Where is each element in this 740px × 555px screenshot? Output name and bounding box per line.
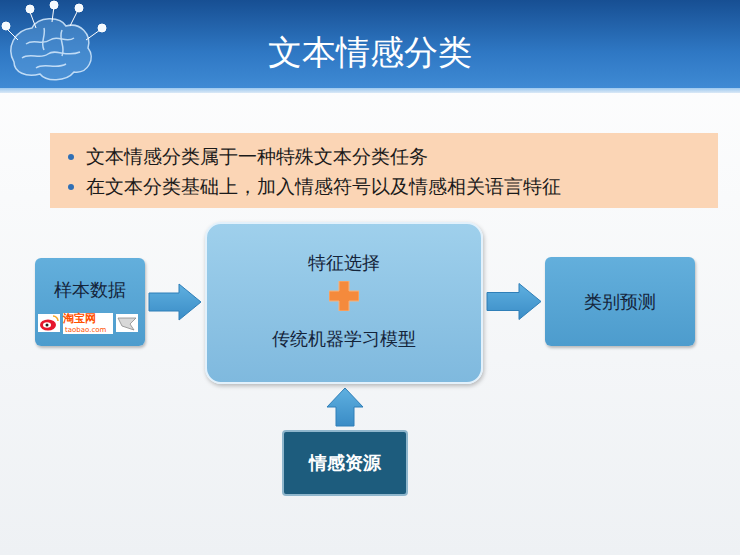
bullet-text: 在文本分类基础上，加入情感符号以及情感相关语言特征 bbox=[64, 171, 561, 201]
bullet-panel: 文本情感分类属于一种特殊文本分类任务在文本分类基础上，加入情感符号以及情感相关语… bbox=[50, 133, 718, 208]
box-label: 类别预测 bbox=[584, 290, 656, 314]
box-label: 情感资源 bbox=[309, 451, 381, 475]
block-arrow bbox=[149, 284, 201, 320]
resource-box: 情感资源 bbox=[282, 430, 408, 496]
bullet-dot bbox=[68, 184, 74, 190]
box-label: 样本数据 bbox=[54, 278, 126, 302]
slide-title: 文本情感分类 bbox=[120, 30, 620, 74]
plus-symbol bbox=[329, 281, 359, 311]
output-box: 类别预测 bbox=[545, 257, 695, 346]
block-arrow bbox=[487, 284, 541, 320]
box-label: 特征选择 bbox=[308, 251, 380, 275]
logo-text: 淘宝网 bbox=[63, 313, 96, 325]
box-label: 传统机器学习模型 bbox=[272, 327, 416, 351]
brain-logo bbox=[0, 0, 115, 88]
bullet-dot bbox=[68, 154, 74, 160]
block-arrow bbox=[327, 388, 363, 426]
logo-text: taobao.com bbox=[65, 326, 106, 334]
header-rule bbox=[0, 88, 740, 93]
bullet-text: 文本情感分类属于一种特殊文本分类任务 bbox=[64, 141, 428, 171]
